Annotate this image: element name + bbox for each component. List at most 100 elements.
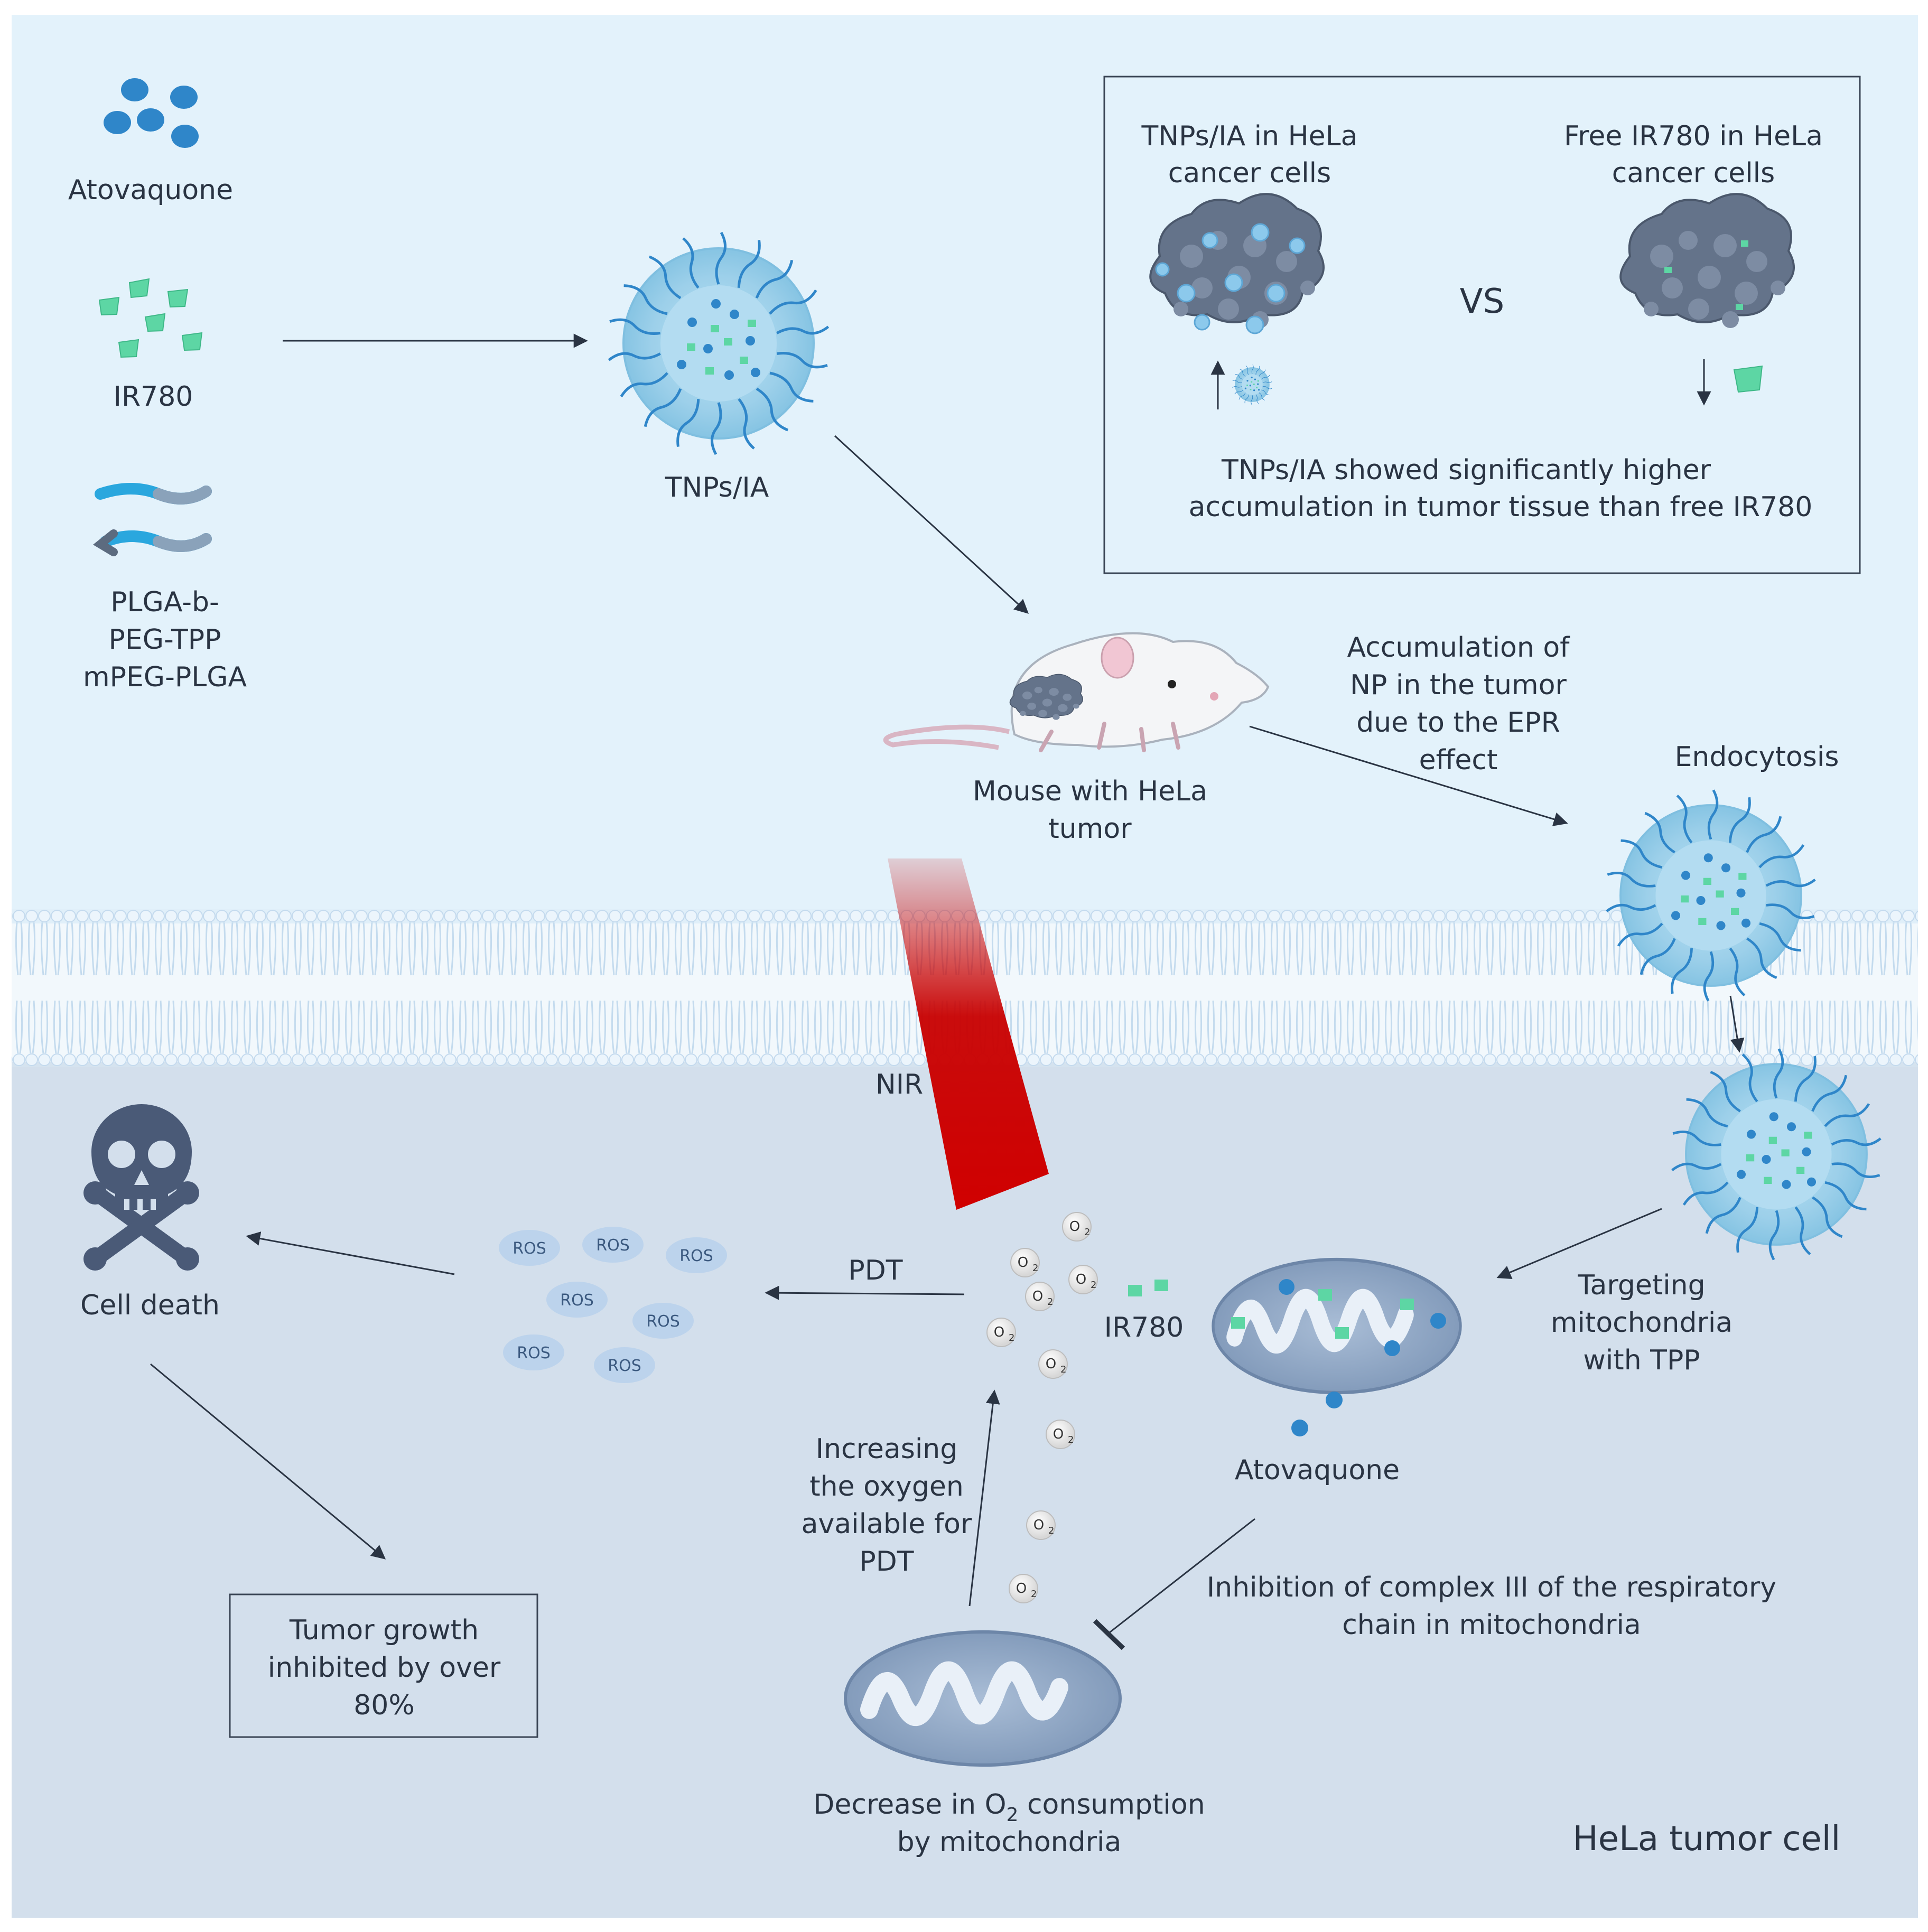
svg-text:ROS: ROS — [679, 1247, 713, 1265]
svg-text:ROS: ROS — [596, 1236, 630, 1255]
arrow-pdt — [765, 1285, 965, 1300]
polymer-label-line1: PLGA-b- — [110, 586, 219, 618]
inhibition-bar-icon — [1093, 1619, 1125, 1650]
svg-text:O: O — [1016, 1581, 1027, 1597]
svg-text:O: O — [1033, 1517, 1044, 1533]
tumor-tnps-icon — [1149, 193, 1325, 334]
svg-text:2: 2 — [1048, 1525, 1054, 1536]
inhibition-line — [1109, 1518, 1255, 1634]
polymer-label-line2: PEG-TPP — [109, 624, 221, 656]
svg-text:2: 2 — [1031, 1589, 1037, 1600]
atovaquone-inside-label: Atovaquone — [1235, 1454, 1400, 1486]
tumor-free-ir780-icon — [1619, 193, 1795, 329]
mitochondrion-top-icon — [1213, 1259, 1460, 1393]
arrow-targeting — [1496, 1208, 1662, 1280]
mouse-icon — [883, 632, 1270, 752]
svg-text:2: 2 — [1032, 1263, 1038, 1274]
increasing-label-line4: PDT — [859, 1546, 914, 1578]
svg-text:2: 2 — [1068, 1434, 1074, 1445]
polymer-label-line3: mPEG-PLGA — [83, 661, 247, 693]
nir-label: NIR — [875, 1069, 923, 1100]
targeting-label-line3: with TPP — [1583, 1345, 1700, 1376]
ros-bubble: ROS — [546, 1282, 608, 1318]
box-left-title-line1: TNPs/IA in HeLa — [1141, 120, 1357, 152]
svg-text:O: O — [1018, 1255, 1028, 1271]
mitochondrion-bottom-icon — [845, 1632, 1120, 1765]
svg-text:O: O — [1076, 1272, 1086, 1287]
atovaquone-label-top: Atovaquone — [68, 174, 233, 206]
arrow-epr — [1249, 725, 1568, 826]
increasing-label-line2: the oxygen — [809, 1471, 964, 1502]
ir780-icon — [98, 278, 203, 358]
tumor-box-line1: Tumor growth — [289, 1614, 479, 1646]
tnps-label: TNPs/IA — [665, 472, 769, 503]
arrow-ros-to-death — [246, 1231, 455, 1275]
epr-label-line2: NP in the tumor — [1350, 669, 1567, 701]
epr-label-line4: effect — [1419, 744, 1498, 776]
ir780-inside-icon — [1128, 1280, 1168, 1296]
hela-cell-label: HeLa tumor cell — [1573, 1819, 1841, 1859]
decrease-label-line2: by mitochondria — [897, 1826, 1122, 1858]
box-left-title-line2: cancer cells — [1168, 157, 1331, 189]
small-ir780-icon — [1733, 365, 1763, 393]
arrow-oxygen-up — [968, 1389, 1000, 1607]
mouse-label-line2: tumor — [1048, 813, 1132, 845]
increasing-label-line3: available for — [802, 1508, 972, 1540]
svg-text:O: O — [994, 1324, 1004, 1340]
atovaquone-icon — [104, 78, 199, 148]
svg-text:O: O — [1069, 1219, 1080, 1235]
svg-text:O: O — [1032, 1289, 1043, 1304]
pdt-label: PDT — [848, 1255, 902, 1286]
cell-death-label: Cell death — [80, 1290, 220, 1321]
ros-bubble: ROS — [594, 1347, 655, 1383]
box-caption-line1: TNPs/IA showed significantly higher — [1221, 454, 1711, 486]
ir780-inside-label: IR780 — [1104, 1312, 1184, 1343]
svg-text:ROS: ROS — [517, 1344, 551, 1362]
mouse-label-line1: Mouse with HeLa — [973, 776, 1207, 807]
nir-laser-beam — [888, 858, 1049, 1210]
ir780-label-top: IR780 — [114, 381, 193, 413]
vs-label: VS — [1460, 282, 1504, 321]
endocytosis-label: Endocytosis — [1675, 741, 1839, 773]
svg-text:O: O — [1053, 1426, 1064, 1442]
atovaquone-inside-icon — [1291, 1392, 1343, 1436]
ros-cluster: ROS ROS ROS ROS ROS ROS ROS — [499, 1227, 727, 1383]
svg-text:2: 2 — [1009, 1332, 1014, 1343]
epr-label-line3: due to the EPR — [1356, 707, 1560, 739]
epr-label-line1: Accumulation of — [1347, 632, 1571, 664]
svg-text:ROS: ROS — [513, 1239, 546, 1258]
ros-bubble: ROS — [632, 1303, 694, 1339]
o2-molecules: O2 O2 O2 O2 O2 O2 O2 O2 O2 O2 — [976, 1212, 1098, 1674]
svg-text:ROS: ROS — [646, 1312, 680, 1331]
arrow-death-to-outcome — [150, 1363, 386, 1560]
increasing-label-line1: Increasing — [816, 1433, 957, 1465]
box-right-title-line2: cancer cells — [1612, 157, 1775, 189]
svg-text:ROS: ROS — [608, 1357, 641, 1375]
ros-bubble: ROS — [666, 1237, 727, 1273]
polymer-icon — [93, 483, 212, 556]
targeting-label-line1: Targeting — [1577, 1270, 1705, 1301]
box-right-title-line1: Free IR780 in HeLa — [1564, 120, 1823, 152]
svg-text:2: 2 — [1084, 1227, 1090, 1238]
arrow-injection — [834, 435, 1029, 614]
targeting-label-line2: mitochondria — [1551, 1307, 1733, 1339]
svg-text:2: 2 — [1060, 1364, 1066, 1375]
svg-text:O: O — [1046, 1356, 1056, 1372]
decrease-label-line1: Decrease in O2 consumption — [813, 1789, 1205, 1826]
inhibition-label-line2: chain in mitochondria — [1342, 1609, 1641, 1641]
tumor-box-line2: inhibited by over — [268, 1652, 501, 1684]
tumor-box-line3: 80% — [353, 1690, 415, 1721]
extracellular-region — [12, 15, 1918, 923]
svg-text:2: 2 — [1091, 1280, 1096, 1291]
